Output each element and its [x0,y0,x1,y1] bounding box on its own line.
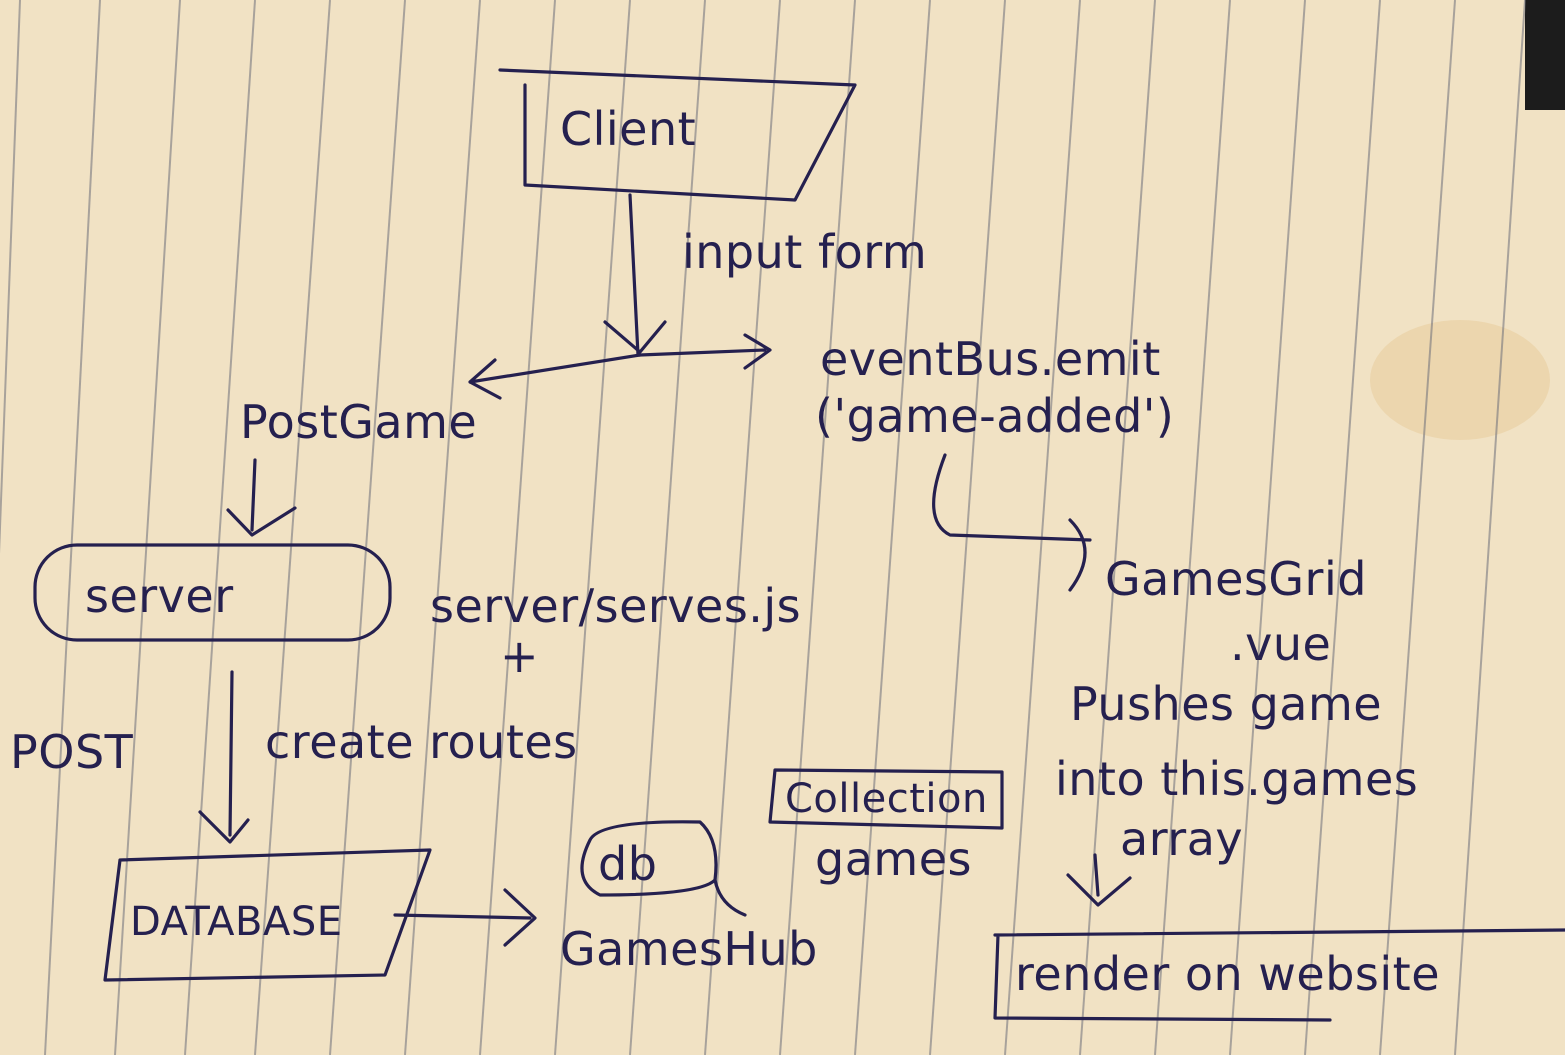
render-box [993,928,1565,1022]
server-box [33,543,392,642]
split-right-arrow [638,333,772,370]
render-label: render on website [1015,947,1440,1001]
create-routes-label: create routes [265,715,578,769]
pushes3-label: array [1120,812,1243,866]
pushes-label: Pushes game [1070,677,1382,731]
post-game-label: PostGame [240,395,477,449]
db-label: db [598,837,657,891]
pushes2-label: into this.games [1055,752,1418,806]
split-left-arrow [468,353,642,400]
server-to-database-arrow [198,670,250,844]
games-grid-ext-label: .vue [1230,617,1331,671]
games-label: games [815,832,972,886]
post-label: POST [10,725,134,779]
database-label: DATABASE [130,899,343,945]
screen-edge [1525,0,1565,110]
ruled-lines [0,0,1526,1055]
collection-box [768,768,1004,830]
event-arg-label: ('game-added') [815,389,1174,443]
collection-label: Collection [785,776,988,822]
client-label: Client [560,102,696,156]
gameshub-label: GamesHub [560,922,818,976]
db-bubble [580,820,747,917]
database-to-db-arrow [393,888,537,947]
server-file-label: server/serves.js [430,579,801,633]
input-form-arrow [603,193,667,357]
plus-label: + [500,629,539,683]
array-to-render-arrow [1066,853,1132,907]
server-label: server [85,569,234,623]
postgame-to-server-arrow [226,458,297,537]
games-grid-label: GamesGrid [1105,552,1367,606]
input-form-label: input form [682,225,927,279]
client-box [498,68,857,202]
event-bus-label: eventBus.emit [820,332,1161,386]
paper-stain [1370,320,1550,440]
event-to-grid-arrow [932,453,1092,592]
database-box [103,848,432,982]
